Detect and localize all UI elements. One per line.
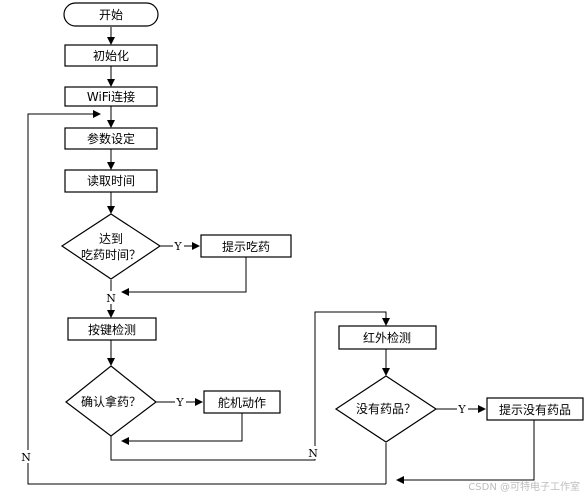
decision-time-node: 达到 吃药时间？ bbox=[60, 213, 162, 280]
arrow-remind-nodrug-return bbox=[396, 420, 535, 484]
decision-nodrug-label: 没有药品？ bbox=[356, 401, 416, 416]
remind-take-node: 提示吃药 bbox=[200, 234, 292, 258]
no-label-take: N bbox=[308, 447, 318, 460]
arrow-remind-take-return bbox=[121, 257, 247, 296]
yes-label-time: Y bbox=[173, 240, 182, 253]
decision-take-label: 确认拿药？ bbox=[81, 394, 141, 409]
decision-nodrug-node: 没有药品？ bbox=[334, 375, 438, 443]
init-label: 初始化 bbox=[93, 49, 129, 63]
key-detect-node: 按键检测 bbox=[67, 317, 157, 341]
watermark: CSDN @可特电子工作室 bbox=[468, 480, 580, 493]
arrow-to-ir bbox=[110, 311, 390, 461]
ir-detect-node: 红外检测 bbox=[338, 325, 437, 350]
wifi-node: WiFi连接 bbox=[64, 86, 158, 107]
decision-time-label-line2: 吃药时间？ bbox=[81, 248, 141, 262]
remind-take-label: 提示吃药 bbox=[222, 239, 270, 254]
arrow-servo-return bbox=[121, 413, 243, 445]
yes-label-nodrug: Y bbox=[457, 403, 466, 416]
remind-nodrug-label: 提示没有药品 bbox=[499, 402, 571, 417]
no-label-loop: N bbox=[21, 451, 31, 464]
read-time-node: 读取时间 bbox=[64, 169, 158, 193]
remind-nodrug-node: 提示没有药品 bbox=[486, 397, 584, 421]
no-label-time: N bbox=[106, 292, 116, 305]
start-label: 开始 bbox=[99, 8, 123, 22]
read-time-label: 读取时间 bbox=[87, 174, 135, 188]
ir-detect-label: 红外检测 bbox=[363, 330, 411, 345]
decision-time-label-line1: 达到 bbox=[99, 232, 123, 246]
params-node: 参数设定 bbox=[64, 127, 158, 150]
wifi-label: WiFi连接 bbox=[87, 89, 135, 104]
servo-node: 舵机动作 bbox=[203, 390, 281, 414]
key-detect-label: 按键检测 bbox=[88, 322, 136, 337]
decision-take-node: 确认拿药？ bbox=[65, 365, 157, 437]
arrow-loop-back bbox=[27, 110, 386, 485]
params-label: 参数设定 bbox=[87, 131, 135, 146]
init-node: 初始化 bbox=[64, 44, 158, 67]
servo-label: 舵机动作 bbox=[218, 395, 266, 410]
start-node: 开始 bbox=[63, 2, 159, 27]
branch-labels: Y N Y N Y N bbox=[20, 239, 468, 464]
yes-label-take: Y bbox=[175, 396, 184, 409]
